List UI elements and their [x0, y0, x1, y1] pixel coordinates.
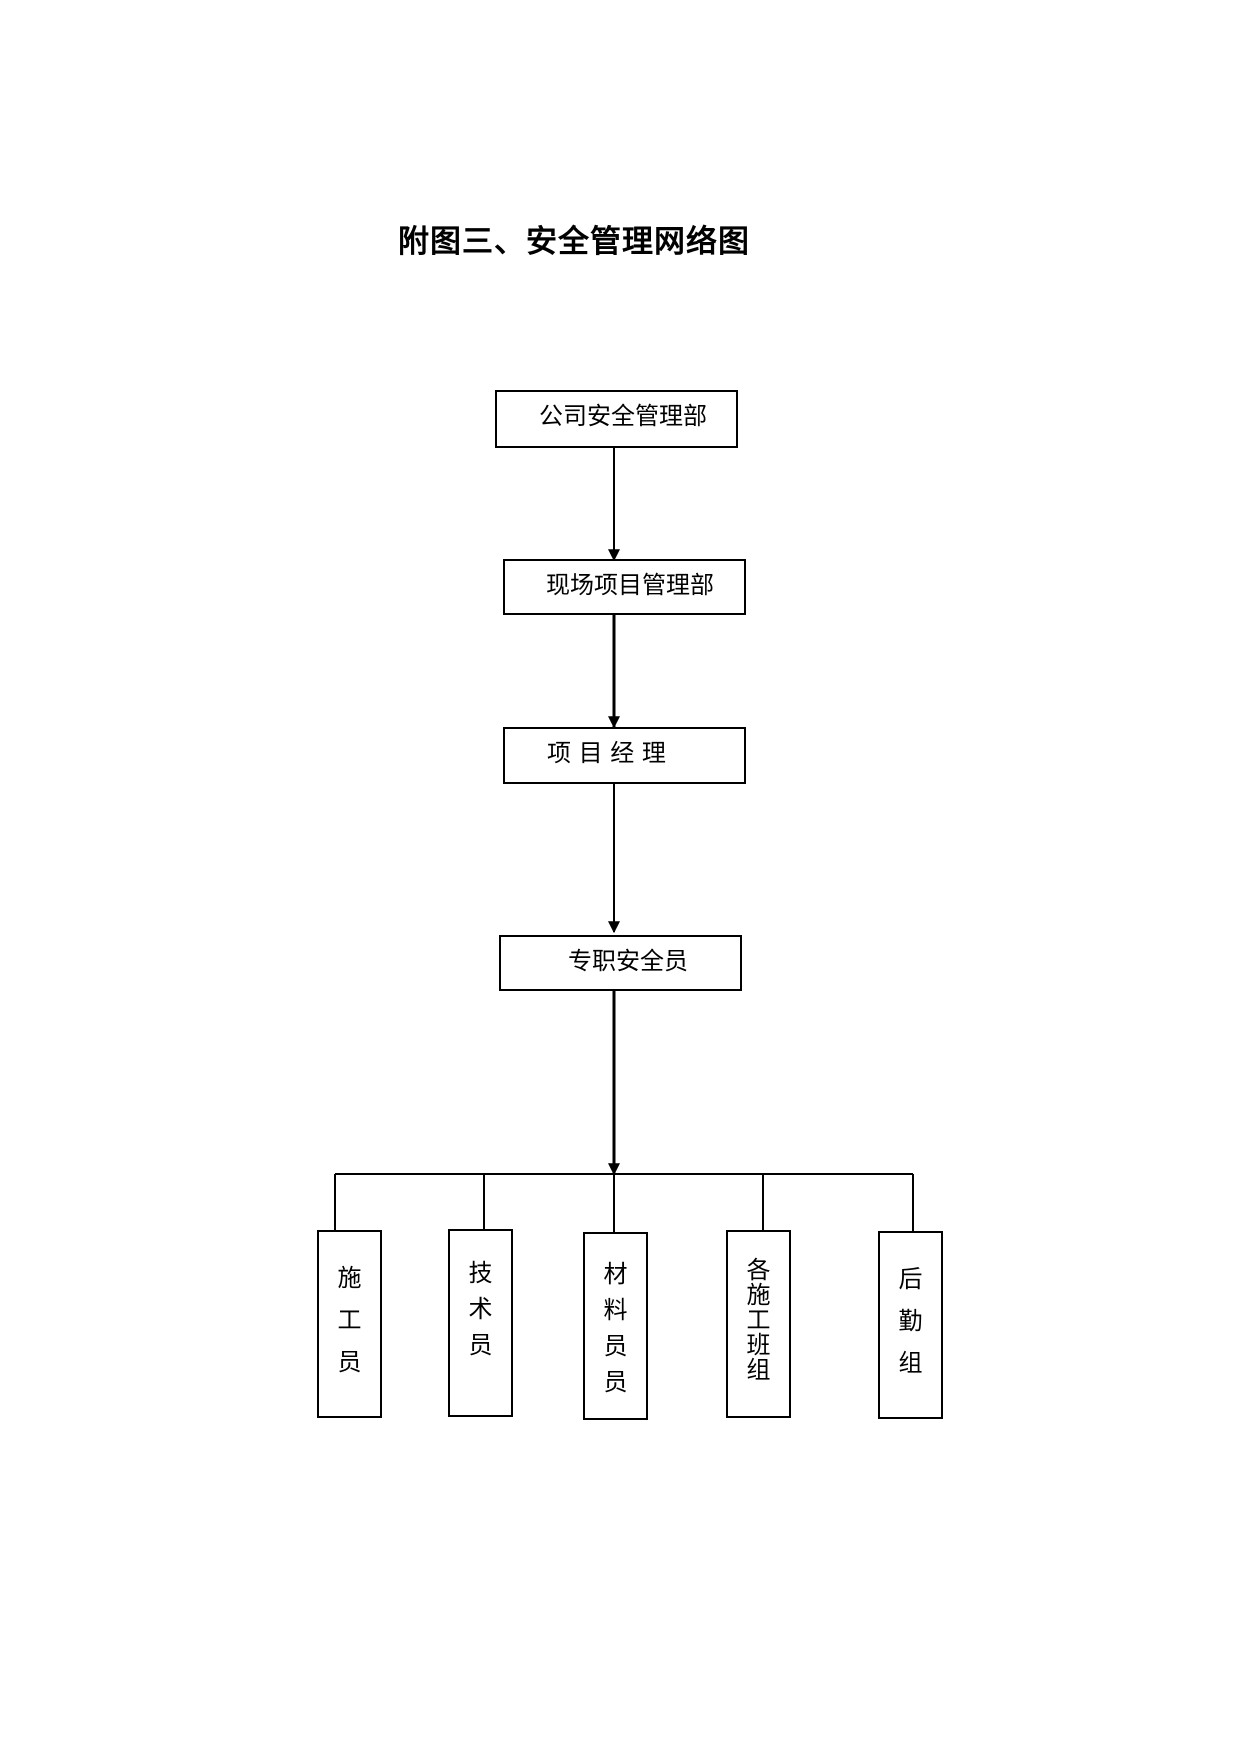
- node-material-staff: 材料员员: [583, 1232, 648, 1420]
- node-site-project-dept: 现场项目管理部: [503, 559, 746, 615]
- node-label: 各施工班组: [746, 1256, 771, 1384]
- node-work-teams: 各施工班组: [726, 1230, 791, 1418]
- node-company-safety-dept: 公司安全管理部: [495, 390, 738, 448]
- node-label: 材料员员: [603, 1260, 628, 1396]
- node-label: 现场项目管理部: [546, 571, 714, 599]
- node-label: 后勤组: [898, 1265, 923, 1377]
- node-technician: 技术员: [448, 1229, 513, 1417]
- node-label: 公司安全管理部: [539, 402, 707, 430]
- node-label: 项 目 经 理: [547, 739, 666, 767]
- node-label: 施工员: [337, 1264, 362, 1376]
- node-project-manager: 项 目 经 理: [503, 727, 746, 784]
- node-construction-staff: 施工员: [317, 1230, 382, 1418]
- page-title: 附图三、安全管理网络图: [398, 224, 750, 260]
- node-logistics-team: 后勤组: [878, 1231, 943, 1419]
- node-safety-officer: 专职安全员: [499, 935, 742, 991]
- node-label: 专职安全员: [568, 947, 688, 975]
- node-label: 技术员: [468, 1259, 493, 1359]
